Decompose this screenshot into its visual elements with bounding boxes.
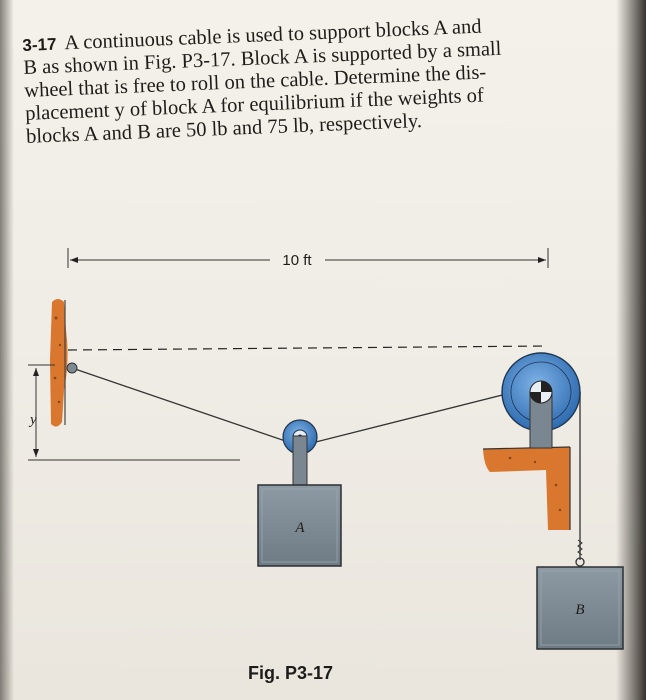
wheel-hanger (292, 435, 308, 487)
span-dimension: 10 ft (67, 248, 549, 269)
large-pulley (501, 352, 581, 449)
y-dimension: y (28, 364, 240, 461)
block-b: B (536, 557, 624, 650)
wheel-assembly (282, 419, 318, 487)
displacement-label: y (28, 412, 37, 428)
figure-caption: Fig. P3-17 (248, 663, 333, 684)
block-a-label: A (294, 520, 305, 536)
right-support-bracket (482, 446, 571, 530)
span-label: 10 ft (282, 252, 312, 269)
left-anchor-pin (66, 362, 78, 374)
block-a: A (257, 484, 342, 567)
figure-caption-text: Fig. P3-17 (248, 663, 334, 683)
page-shadow-left (0, 0, 14, 700)
block-b-label: B (575, 602, 584, 618)
reference-dashed-line (67, 345, 549, 351)
left-wall-support (50, 299, 68, 427)
